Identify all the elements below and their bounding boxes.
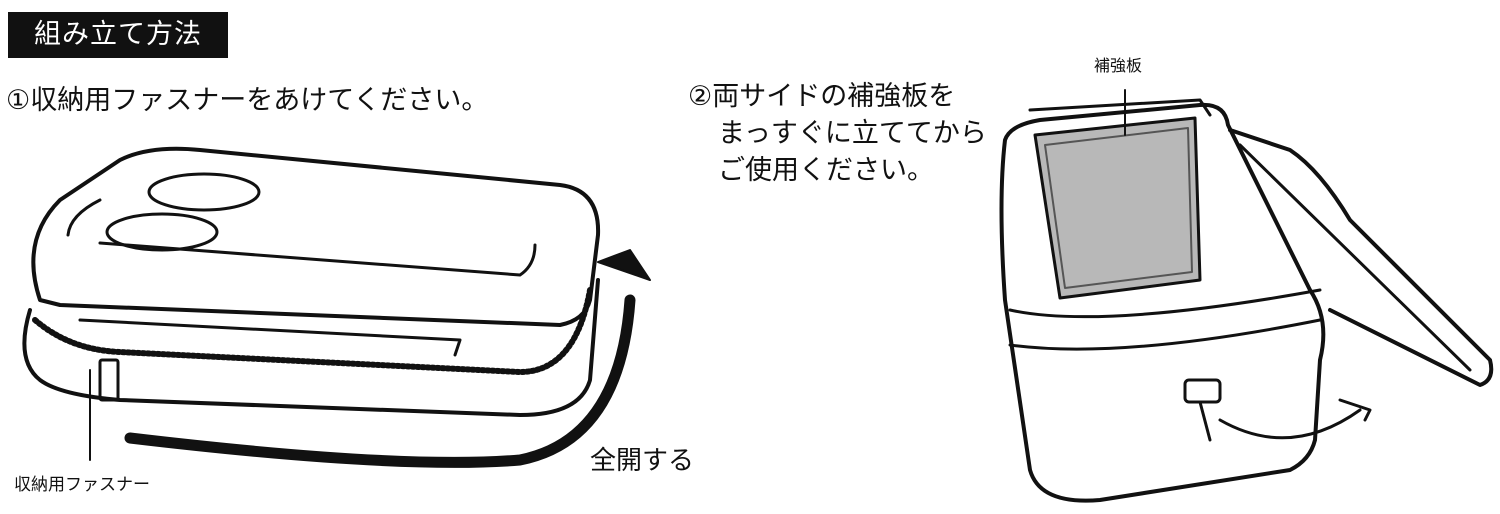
section-title: 組み立て方法 <box>8 12 228 58</box>
zipper-track <box>32 287 593 375</box>
arrow-head-icon <box>597 249 651 281</box>
zipper-label: 収納用ファスナー <box>14 475 150 495</box>
step2-line-2: まっすぐに立ててから <box>718 118 987 149</box>
shoulder-strap <box>1198 398 1372 442</box>
open-arrow <box>124 294 636 468</box>
zipper-pull-icon <box>98 358 120 402</box>
step2-line-3: ご使用ください。 <box>718 155 934 186</box>
open-lid <box>1228 128 1494 387</box>
cup-holder <box>105 212 219 252</box>
open-case-illustration <box>999 89 1494 503</box>
fully-open-label: 全開する <box>590 446 695 476</box>
closed-case-illustration <box>22 146 651 468</box>
step2-instruction: ②両サイドの補強板を まっすぐに立ててから ご使用ください。 <box>688 78 987 189</box>
reinforcement-plate-label: 補強板 <box>1094 56 1143 75</box>
strap-buckle-icon <box>1183 378 1222 404</box>
step2-line-1: ②両サイドの補強板を <box>688 81 956 112</box>
reinforcement-plate <box>1033 116 1202 300</box>
step1-instruction: ①収納用ファスナーをあけてください。 <box>6 85 489 116</box>
cup-holder <box>147 172 261 212</box>
